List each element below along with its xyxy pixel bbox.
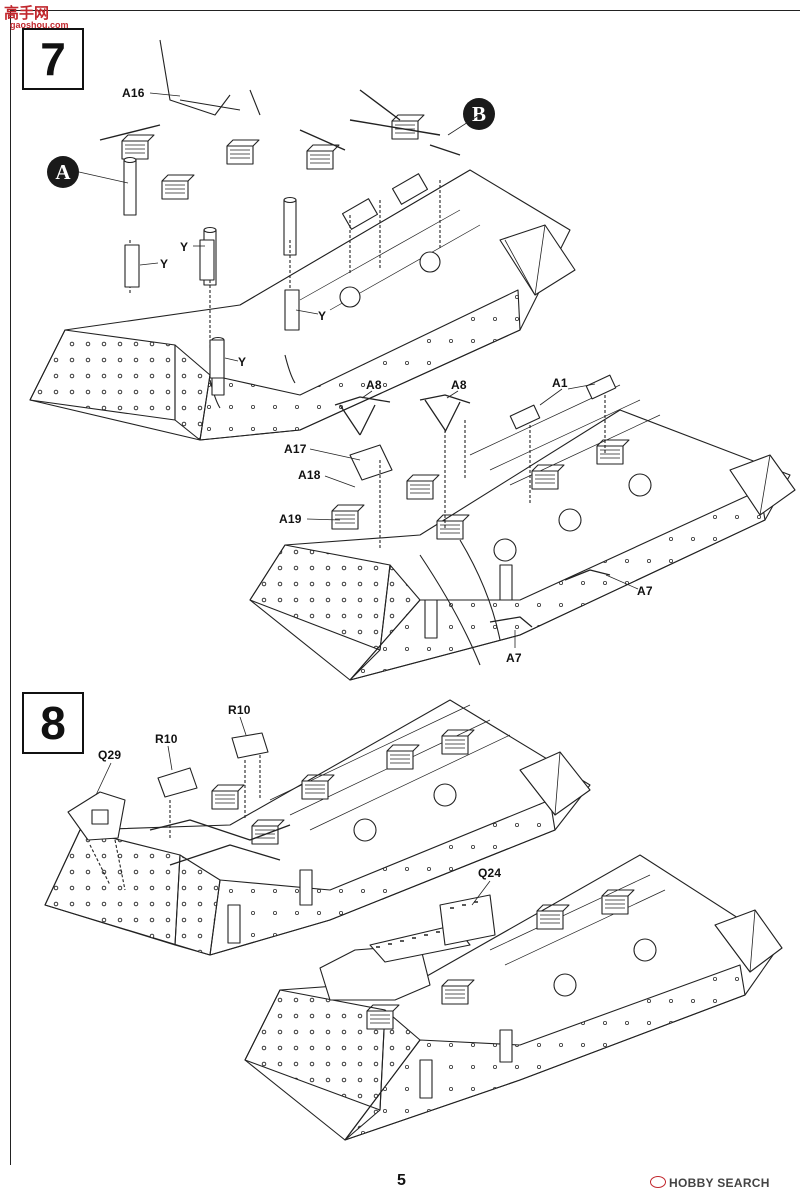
part-label-a18: A18	[298, 468, 321, 482]
part-label-a16: A16	[122, 86, 145, 100]
watermark-domain: gaoshou.com	[10, 20, 69, 30]
step8-leaders-upper	[95, 716, 247, 796]
step7-suspension-upper	[99, 39, 461, 396]
part-label-y-1: Y	[180, 240, 189, 254]
step7-hull-lower	[249, 384, 796, 681]
step8-hull-lower	[244, 854, 783, 1141]
part-label-q29: Q29	[98, 748, 122, 762]
part-label-q24: Q24	[478, 866, 502, 880]
step7-leaders-lower	[306, 383, 639, 648]
hobby-search-brand: HOBBY SEARCH	[650, 1176, 770, 1190]
part-label-a1: A1	[552, 376, 568, 390]
step7-hull-upper	[29, 169, 576, 441]
part-label-a17: A17	[284, 442, 307, 456]
part-label-y-4: Y	[238, 355, 247, 369]
page-frame	[10, 10, 800, 1165]
page-number: 5	[397, 1172, 406, 1189]
reference-marker-a: A	[47, 156, 79, 188]
part-label-a7-1: A7	[637, 584, 653, 598]
part-label-r10-1: R10	[155, 732, 178, 746]
part-label-y-3: Y	[318, 309, 327, 323]
hobby-search-logo-icon	[650, 1176, 666, 1188]
watermark-logo: 高手网	[4, 5, 50, 22]
step-7-number: 7	[22, 28, 84, 90]
part-label-r10-2: R10	[228, 703, 251, 717]
part-label-a8-2: A8	[451, 378, 467, 392]
step-8-number: 8	[22, 692, 84, 754]
hobby-search-text: HOBBY SEARCH	[669, 1176, 770, 1190]
part-label-a19: A19	[279, 512, 302, 526]
step8-suspension-upper	[67, 729, 475, 944]
part-label-y-2: Y	[160, 257, 169, 271]
step8-hull-upper	[44, 699, 591, 956]
reference-marker-b: B	[463, 98, 495, 130]
step8-covers-lower	[319, 889, 635, 1099]
step8-leaders-lower	[471, 880, 491, 906]
step7-leaders-upper	[78, 92, 480, 362]
step7-suspension-lower	[331, 374, 630, 666]
part-label-a7-2: A7	[506, 651, 522, 665]
part-label-a8-1: A8	[366, 378, 382, 392]
